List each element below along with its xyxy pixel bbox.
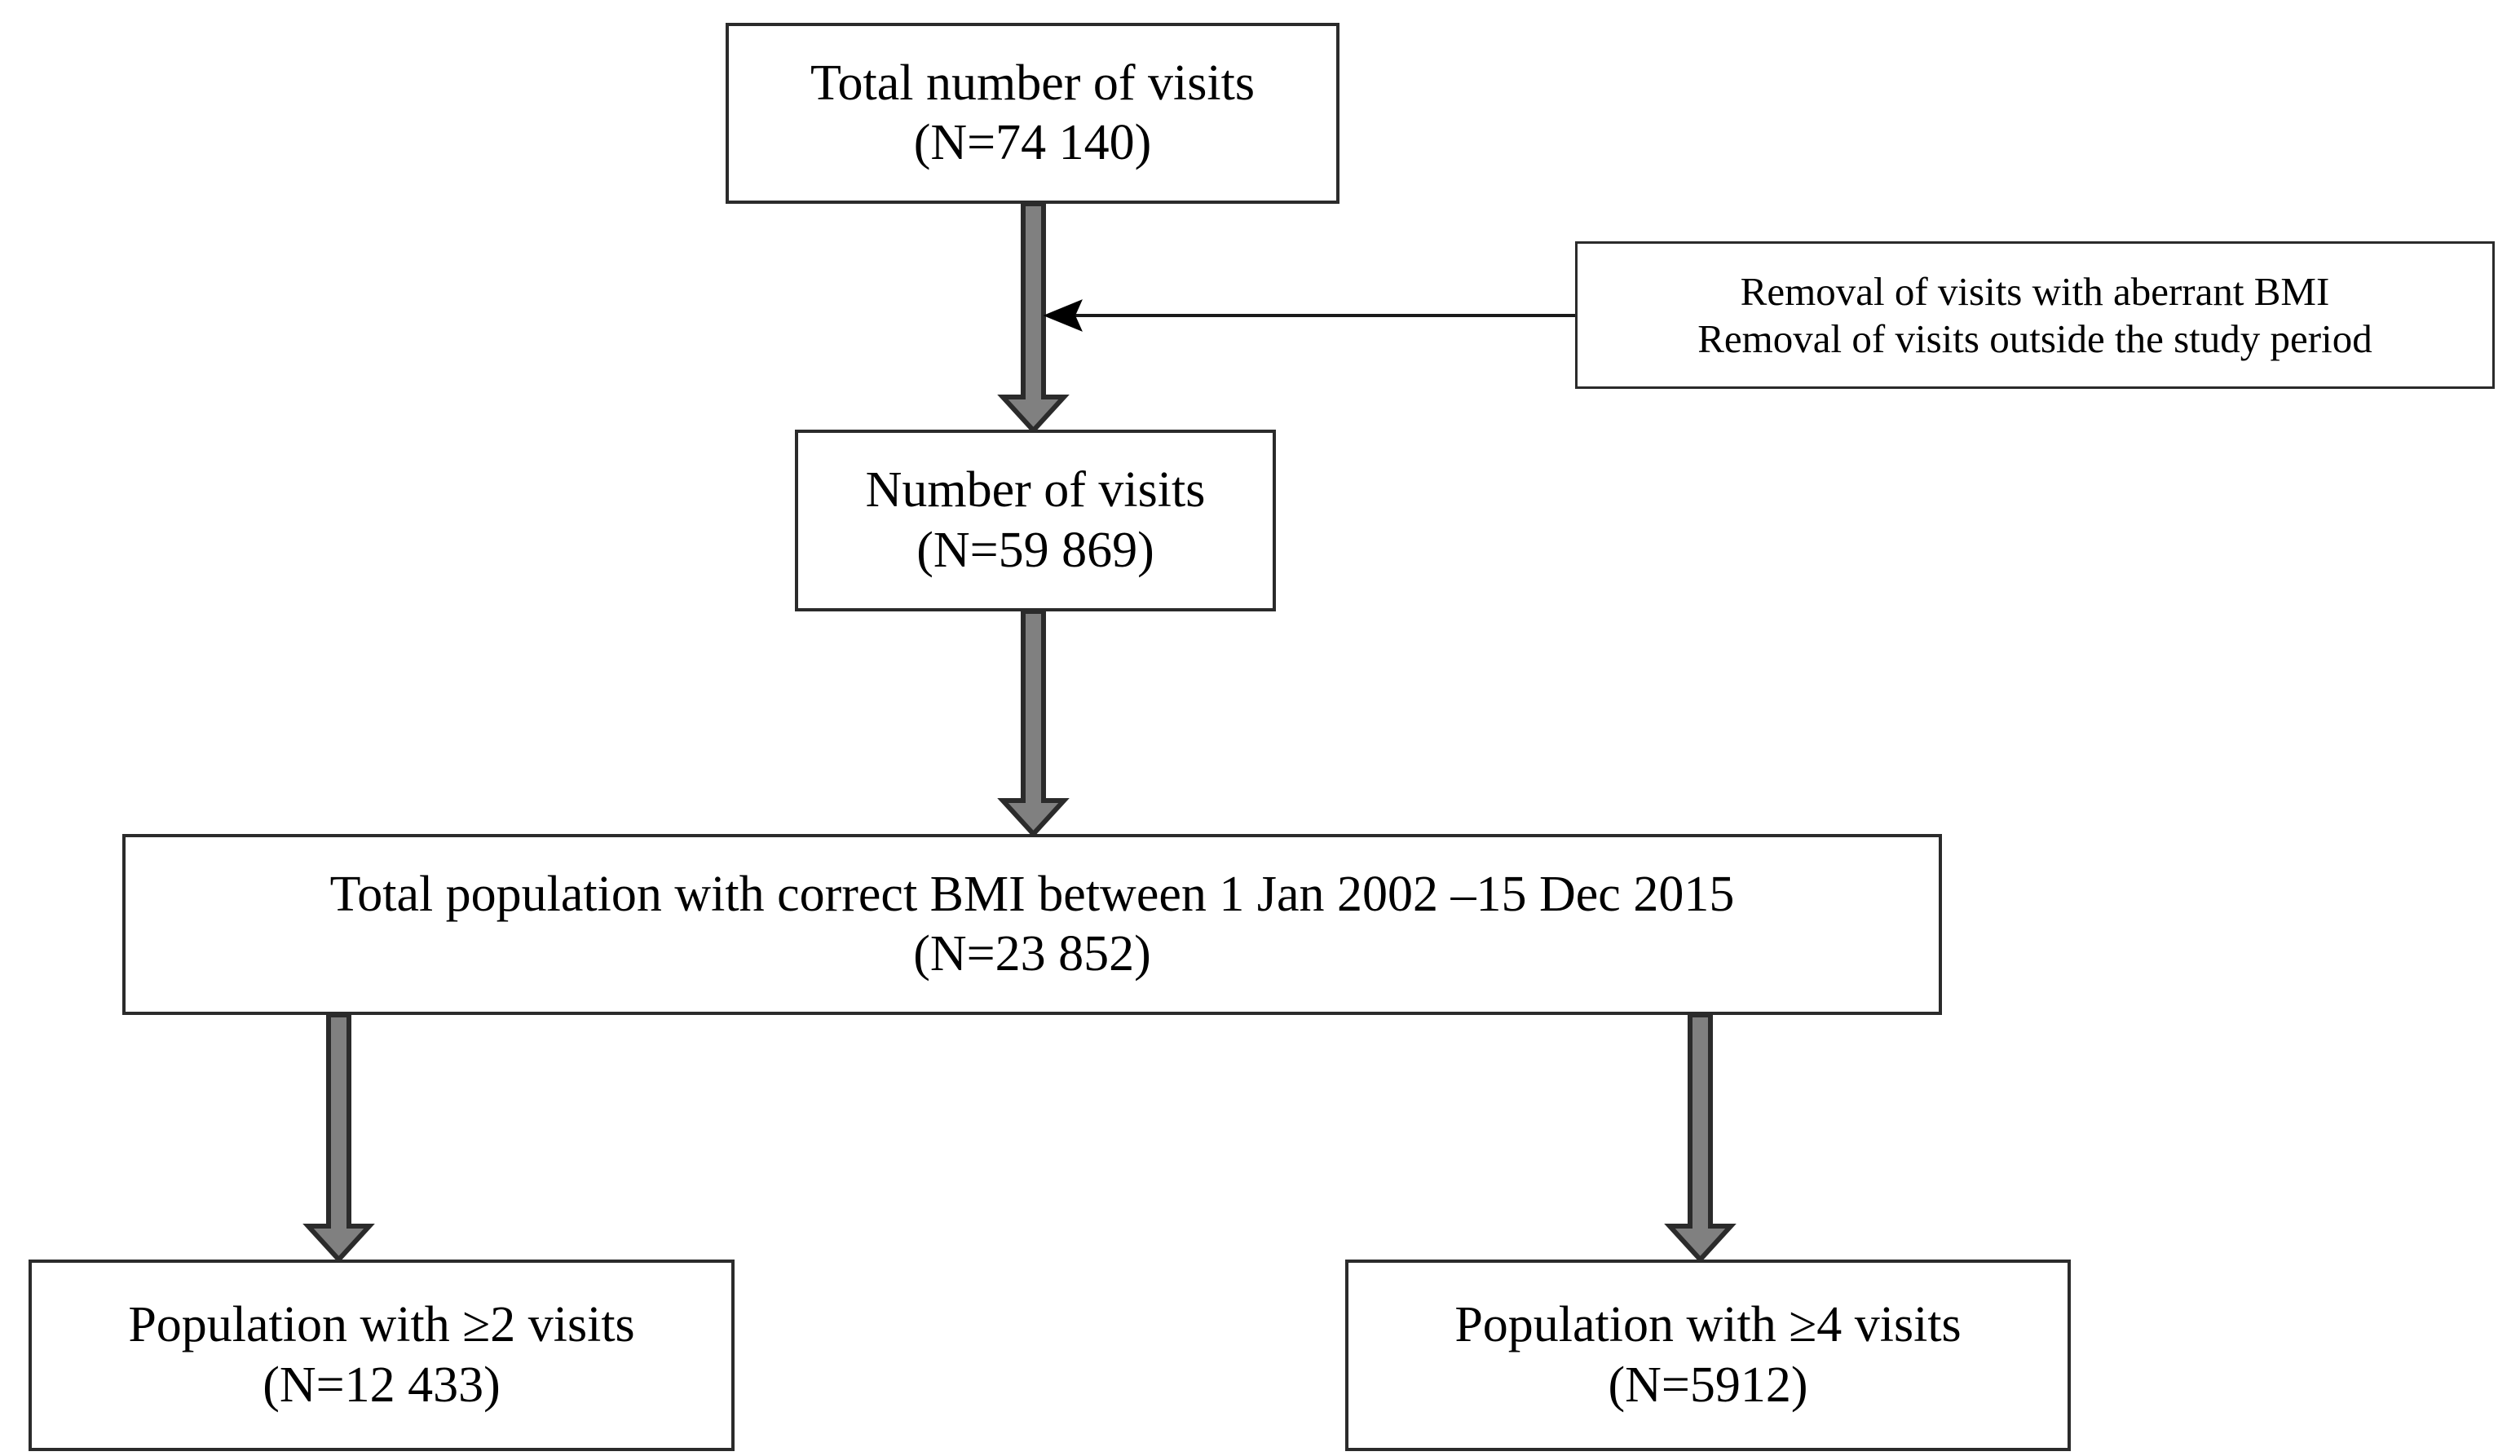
box-population-with-4-or-more-visits: Population with ≥4 visits (N=5912)	[1345, 1260, 2071, 1451]
box-total-number-of-visits: Total number of visits (N=74 140)	[726, 23, 1339, 204]
box-total-population-line1: Total population with correct BMI betwee…	[329, 866, 1735, 922]
box-number-of-visits-line2: (N=59 869)	[916, 522, 1154, 578]
arrow-exclusions-to-main-flow	[1043, 299, 1575, 332]
box-population-with-2-or-more-visits-line2: (N=12 433)	[263, 1357, 501, 1413]
box-population-with-2-or-more-visits-line1: Population with ≥2 visits	[128, 1297, 635, 1353]
box-number-of-visits: Number of visits (N=59 869)	[795, 430, 1276, 611]
box-exclusion-criteria: Removal of visits with aberrant BMI Remo…	[1575, 241, 2495, 389]
arrow-number-visits-to-total-population	[997, 609, 1070, 838]
box-total-number-of-visits-line1: Total number of visits	[810, 55, 1255, 111]
box-exclusion-criteria-line2: Removal of visits outside the study peri…	[1697, 315, 2372, 361]
box-exclusion-criteria-line1: Removal of visits with aberrant BMI	[1740, 268, 2330, 314]
box-total-population-line2: (N=23 852)	[913, 926, 1151, 982]
arrow-total-visits-to-number-visits	[997, 201, 1070, 435]
box-population-with-4-or-more-visits-line1: Population with ≥4 visits	[1454, 1297, 1962, 1353]
box-number-of-visits-line1: Number of visits	[865, 462, 1206, 518]
arrow-total-population-to-pop-2-visits	[302, 1013, 375, 1264]
box-population-with-2-or-more-visits: Population with ≥2 visits (N=12 433)	[29, 1260, 735, 1451]
box-population-with-4-or-more-visits-line2: (N=5912)	[1608, 1357, 1808, 1413]
box-total-population: Total population with correct BMI betwee…	[122, 834, 1942, 1015]
box-total-number-of-visits-line2: (N=74 140)	[913, 115, 1152, 170]
arrow-total-population-to-pop-4-visits	[1664, 1013, 1737, 1264]
